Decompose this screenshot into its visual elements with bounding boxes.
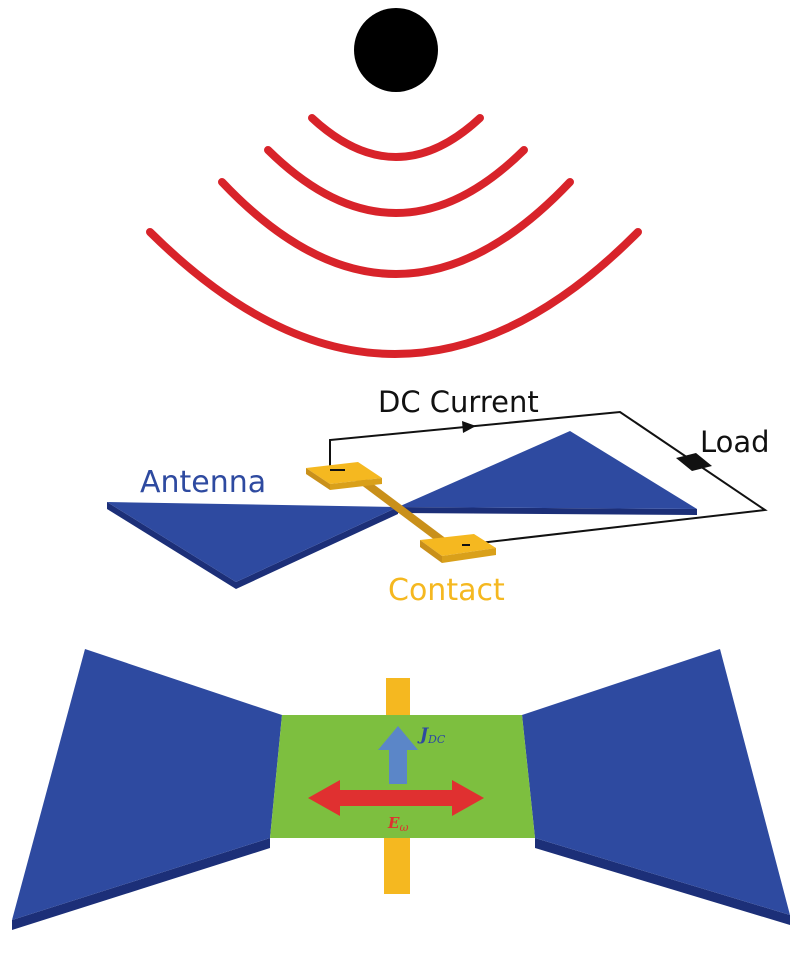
antenna-left-triangle bbox=[107, 502, 398, 582]
e-omega-label: Eω bbox=[387, 814, 408, 834]
planar-device: JDC Eω bbox=[12, 649, 790, 930]
contact-pad-top-side bbox=[306, 468, 330, 490]
antenna-right-side bbox=[398, 507, 697, 515]
field-e-arrow bbox=[308, 780, 484, 816]
contact-strip-bottom bbox=[384, 836, 410, 894]
radiation-source-dot bbox=[354, 8, 438, 92]
load-label: Load bbox=[700, 425, 770, 459]
current-jdc-arrow bbox=[378, 726, 418, 784]
contact-pad-bottom-side bbox=[420, 540, 442, 563]
dc-current-label: DC Current bbox=[378, 385, 539, 419]
contact-label: Contact bbox=[388, 573, 505, 608]
antenna-left-side-2 bbox=[236, 507, 398, 589]
circuit-wire bbox=[329, 410, 768, 546]
emitted-waves bbox=[146, 114, 642, 358]
right-wing bbox=[522, 649, 790, 915]
left-wing bbox=[12, 649, 282, 920]
wave-arc-4 bbox=[146, 228, 642, 358]
right-wing-edge bbox=[535, 838, 790, 925]
wave-arc-3 bbox=[218, 178, 574, 278]
antenna-label: Antenna bbox=[140, 465, 266, 500]
jdc-label: JDC bbox=[417, 725, 446, 746]
antenna-circuit: DC Current Load Antenna Contact bbox=[107, 385, 770, 608]
antenna-right-triangle bbox=[398, 431, 697, 509]
current-direction-arrow bbox=[462, 421, 476, 433]
contact-pad-top bbox=[306, 462, 382, 484]
contact-strip bbox=[352, 474, 448, 544]
wave-arc-2 bbox=[264, 146, 528, 217]
contact-pad-bottom-front bbox=[442, 548, 496, 563]
load-resistor bbox=[676, 453, 712, 471]
antenna-left-side bbox=[107, 502, 236, 589]
contact-pad-bottom bbox=[420, 534, 496, 556]
left-wing-edge bbox=[12, 838, 270, 930]
contact-pad-top-front bbox=[330, 478, 382, 490]
contact-strip-top bbox=[386, 678, 410, 718]
wave-arc-1 bbox=[308, 114, 484, 161]
